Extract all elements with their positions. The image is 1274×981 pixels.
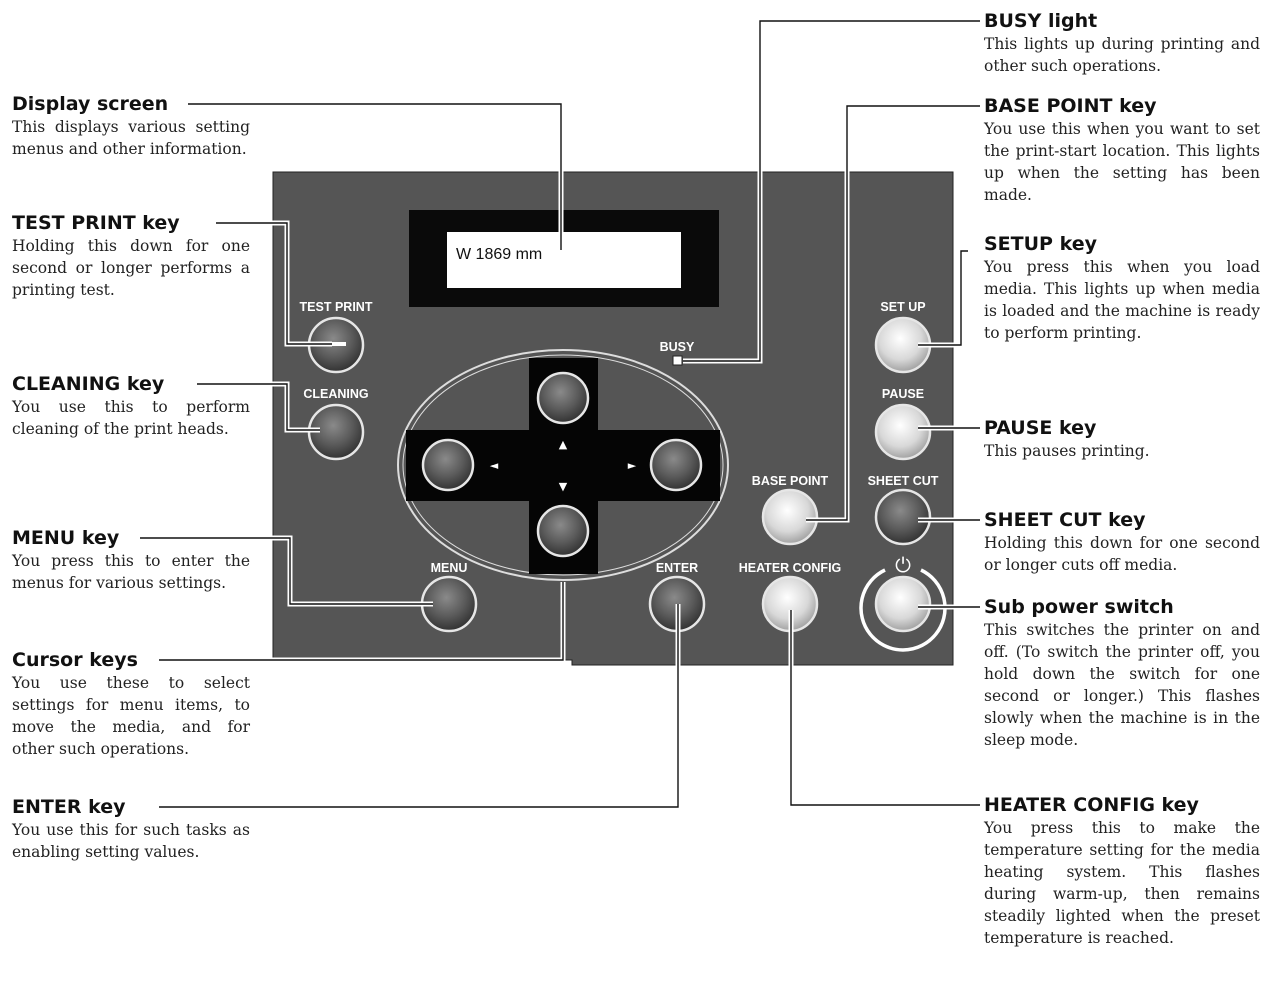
callout-menu: MENU key You press this to enter the men… bbox=[12, 526, 250, 594]
test-print-indicator bbox=[332, 342, 346, 346]
display-text: W 1869 mm bbox=[456, 246, 542, 263]
callout-text: This pauses printing. bbox=[984, 442, 1150, 460]
callout-title: BUSY light bbox=[984, 10, 1098, 32]
callout-enter: ENTER key You use this for such tasks as… bbox=[12, 795, 250, 863]
callout-text: You use this when you want to set the pr… bbox=[984, 120, 1260, 204]
callout-text: You press this when you load media. This… bbox=[984, 258, 1260, 342]
pause-label: PAUSE bbox=[882, 387, 924, 401]
base-point-label: BASE POINT bbox=[752, 474, 829, 488]
callout-sheet-cut: SHEET CUT key Holding this down for one … bbox=[984, 508, 1260, 576]
callout-title: HEATER CONFIG key bbox=[984, 794, 1199, 816]
callout-setup: SETUP key You press this when you load m… bbox=[984, 232, 1260, 344]
arrow-left-icon: ◄ bbox=[490, 459, 499, 472]
callout-text: You press this to make the temperature s… bbox=[984, 819, 1260, 947]
callout-text: This switches the printer on and off. (T… bbox=[984, 621, 1260, 749]
callout-title: PAUSE key bbox=[984, 417, 1097, 439]
cursor-up-button[interactable] bbox=[536, 371, 590, 425]
arrow-right-icon: ► bbox=[628, 459, 637, 472]
callout-title: SHEET CUT key bbox=[984, 509, 1146, 531]
callout-title: ENTER key bbox=[12, 796, 126, 818]
callout-sub-power: Sub power switch This switches the print… bbox=[984, 595, 1260, 751]
callout-title: Display screen bbox=[12, 93, 169, 115]
sheet-cut-label: SHEET CUT bbox=[868, 474, 939, 488]
callout-text: You press this to enter the menus for va… bbox=[12, 552, 250, 592]
display-screen bbox=[447, 232, 681, 288]
callout-text: You use these to select settings for men… bbox=[12, 674, 250, 758]
callout-title: BASE POINT key bbox=[984, 95, 1157, 117]
cursor-oval bbox=[397, 349, 729, 581]
enter-label: ENTER bbox=[656, 561, 698, 575]
callout-title: Cursor keys bbox=[12, 649, 138, 671]
set-up-label: SET UP bbox=[880, 300, 925, 314]
callout-text: This displays various setting menus and … bbox=[12, 118, 250, 158]
base-point-button[interactable] bbox=[761, 488, 819, 546]
power-ring bbox=[859, 568, 947, 652]
arrow-up-icon: ▲ bbox=[559, 438, 568, 451]
menu-label: MENU bbox=[431, 561, 468, 575]
sheet-cut-button[interactable] bbox=[874, 488, 932, 546]
callout-pause: PAUSE key This pauses printing. bbox=[984, 416, 1260, 462]
arrow-down-icon: ▼ bbox=[559, 480, 568, 493]
cursor-down-button[interactable] bbox=[536, 504, 590, 558]
sub-power-button[interactable] bbox=[874, 575, 932, 633]
callout-text: This lights up during printing and other… bbox=[984, 35, 1260, 75]
callout-cursor-keys: Cursor keys You use these to select sett… bbox=[12, 648, 250, 760]
cursor-left-button[interactable] bbox=[421, 438, 475, 492]
callout-text: Holding this down for one second or long… bbox=[12, 237, 250, 299]
callout-title: Sub power switch bbox=[984, 596, 1174, 618]
callout-heater-config: HEATER CONFIG key You press this to make… bbox=[984, 793, 1260, 949]
callout-text: You use this to perform cleaning of the … bbox=[12, 398, 250, 438]
cursor-right-button[interactable] bbox=[649, 438, 703, 492]
power-icon: ⏻ bbox=[895, 553, 911, 577]
callout-title: CLEANING key bbox=[12, 373, 165, 395]
pause-button[interactable] bbox=[874, 403, 932, 461]
busy-light bbox=[672, 355, 683, 366]
callout-test-print: TEST PRINT key Holding this down for one… bbox=[12, 211, 250, 301]
leader-lines bbox=[140, 18, 980, 810]
cursor-cross bbox=[406, 358, 720, 574]
callout-text: Holding this down for one second or long… bbox=[984, 534, 1260, 574]
callout-display-screen: Display screen This displays various set… bbox=[12, 92, 250, 160]
test-print-label: TEST PRINT bbox=[300, 300, 373, 314]
busy-label: BUSY bbox=[660, 340, 695, 354]
heater-config-label: HEATER CONFIG bbox=[739, 561, 842, 575]
callout-title: SETUP key bbox=[984, 233, 1097, 255]
cursor-oval-inner bbox=[402, 354, 724, 576]
callout-busy-light: BUSY light This lights up during printin… bbox=[984, 9, 1260, 77]
callout-base-point: BASE POINT key You use this when you wan… bbox=[984, 94, 1260, 206]
callout-title: TEST PRINT key bbox=[12, 212, 180, 234]
cleaning-label: CLEANING bbox=[303, 387, 368, 401]
callout-cleaning: CLEANING key You use this to perform cle… bbox=[12, 372, 250, 440]
callout-title: MENU key bbox=[12, 527, 120, 549]
callout-text: You use this for such tasks as enabling … bbox=[12, 821, 250, 861]
